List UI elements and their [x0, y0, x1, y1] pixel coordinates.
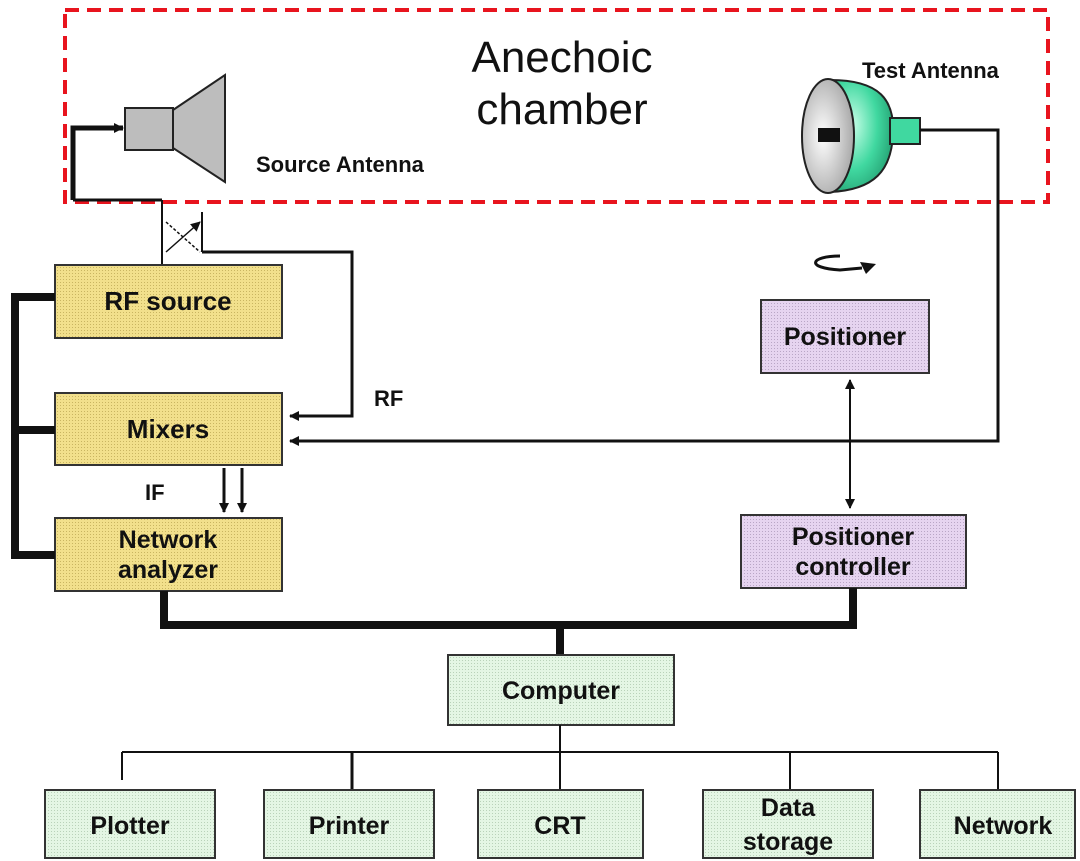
- test-antenna-label: Test Antenna: [862, 58, 1000, 83]
- network-analyzer-label-line1: Network: [119, 526, 218, 554]
- rf-source-block: [54, 264, 283, 339]
- test-signal-line: [289, 128, 1000, 446]
- anechoic-chamber-boundary: [63, 8, 1050, 204]
- source-feed-line: [70, 123, 124, 200]
- rf-signal-label: RF: [374, 386, 403, 411]
- mixers-label: Mixers: [127, 414, 209, 444]
- rf-reference-line: [202, 250, 354, 421]
- crt-block: [477, 789, 644, 859]
- positioner-controller-label-line1: Positioner: [792, 523, 915, 551]
- data-storage-block: [702, 789, 874, 859]
- computer-bus: [160, 588, 857, 629]
- crt-label: CRT: [534, 812, 585, 840]
- computer-label: Computer: [502, 677, 620, 705]
- printer-block: [263, 789, 435, 859]
- plotter-label: Plotter: [90, 812, 169, 840]
- mixers-block: [54, 392, 283, 466]
- data-storage-label-line2: storage: [743, 828, 833, 856]
- network-block: [919, 789, 1076, 859]
- rf-source-label: RF source: [104, 286, 231, 316]
- source-antenna-label: Source Antenna: [256, 152, 425, 177]
- chamber-title-line1: Anechoic: [471, 33, 652, 82]
- data-storage-label-line1: Data: [761, 794, 816, 822]
- positioner-block: [760, 299, 930, 374]
- rotation-arrow-icon: [814, 254, 876, 274]
- plotter-block: [44, 789, 216, 859]
- positioner-controller-block: [740, 514, 967, 589]
- positioner-label: Positioner: [784, 323, 907, 351]
- network-label: Network: [954, 812, 1053, 840]
- positioner-controller-label-line2: controller: [795, 553, 911, 581]
- if-signal-label: IF: [145, 480, 165, 505]
- chamber-title-line2: chamber: [476, 85, 647, 134]
- directional-coupler-icon: [165, 212, 203, 253]
- network-analyzer-label-line2: analyzer: [118, 556, 218, 584]
- source-horn-antenna-icon: [124, 73, 226, 184]
- printer-label: Printer: [309, 812, 390, 840]
- test-antenna-dish-icon: [801, 78, 921, 194]
- computer-block: [447, 654, 675, 726]
